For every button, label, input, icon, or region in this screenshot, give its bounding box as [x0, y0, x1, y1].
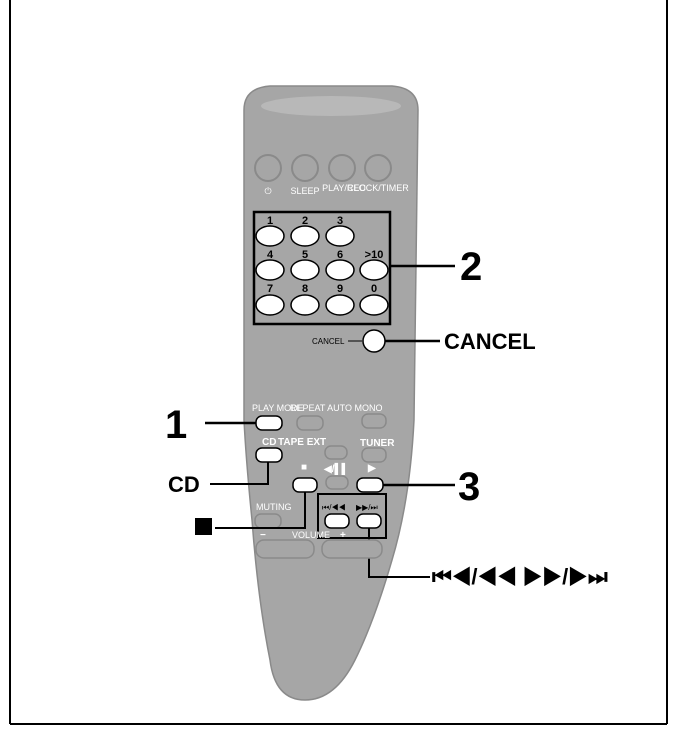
pause-small-icon: ◀/▌▌	[323, 462, 349, 476]
key-3-label: 3	[337, 215, 343, 227]
skip-back-button[interactable]	[324, 513, 350, 529]
play-rec-label: PLAY/REC	[322, 183, 366, 193]
key-8[interactable]	[290, 294, 320, 316]
key-6-label: 6	[337, 249, 343, 261]
callout-cd-line	[210, 462, 269, 485]
play-small-icon: ▶	[367, 463, 377, 474]
play-button[interactable]	[356, 477, 384, 493]
key-8-label: 8	[302, 283, 308, 295]
key-1[interactable]	[255, 225, 285, 247]
key-10plus-label: >10	[365, 249, 384, 261]
key-5[interactable]	[290, 259, 320, 281]
pause-button[interactable]	[325, 475, 349, 490]
key-3[interactable]	[325, 225, 355, 247]
skip-frame	[317, 493, 387, 539]
tape-button[interactable]	[324, 445, 348, 460]
skip-back-small-label: ⏮/◀◀	[322, 503, 346, 512]
callout-skip: ⏮◀/◀◀ ▶▶/▶⏭	[432, 564, 608, 589]
keypad-frame	[252, 210, 392, 326]
key-4[interactable]	[255, 259, 285, 281]
tape-ext-label: TAPE EXT	[278, 437, 326, 448]
stop-small-icon: ■	[301, 462, 307, 473]
key-1-label: 1	[267, 215, 273, 227]
skip-fwd-button[interactable]	[356, 513, 382, 529]
keypad: 1 2 3 4 5 6 >10 7 8 9 0	[255, 215, 389, 316]
callout-3: 3	[458, 465, 480, 509]
play-rec-button[interactable]	[328, 154, 356, 182]
play-mode-label: PLAY MODE	[252, 403, 304, 413]
key-0-label: 0	[371, 283, 377, 295]
power-icon: ⏻	[264, 186, 271, 196]
play-mode-button[interactable]	[255, 415, 283, 431]
clock-timer-button[interactable]	[364, 154, 392, 182]
cancel-small-label: CANCEL	[312, 337, 345, 346]
muting-button[interactable]	[254, 513, 282, 529]
key-9-label: 9	[337, 283, 343, 295]
key-2-label: 2	[302, 215, 308, 227]
callout-cancel: CANCEL	[444, 329, 536, 354]
power-button[interactable]	[254, 154, 282, 182]
remote-top-highlight	[261, 96, 401, 116]
tuner-button[interactable]	[361, 447, 387, 463]
callout-1: 1	[165, 403, 187, 447]
key-9[interactable]	[325, 294, 355, 316]
callout-stop-line	[215, 492, 306, 529]
key-4-label: 4	[267, 249, 274, 261]
key-2[interactable]	[290, 225, 320, 247]
muting-label: MUTING	[256, 502, 292, 512]
key-7[interactable]	[255, 294, 285, 316]
key-0[interactable]	[359, 294, 389, 316]
volume-down-button[interactable]	[255, 539, 315, 559]
stop-button[interactable]	[292, 477, 318, 493]
volume-plus-label: +	[340, 530, 346, 541]
cd-small-label: CD	[262, 437, 276, 448]
repeat-button[interactable]	[296, 415, 324, 431]
top-button-row: ⏻ SLEEP PLAY/REC CLOCK/TIMER	[254, 154, 409, 196]
volume-minus-label: −	[260, 530, 266, 541]
volume-label: VOLUME	[292, 530, 330, 540]
volume-up-button[interactable]	[321, 539, 383, 559]
key-5-label: 5	[302, 249, 308, 261]
sleep-button[interactable]	[291, 154, 319, 182]
cancel-button[interactable]	[362, 329, 386, 353]
key-10plus[interactable]	[359, 259, 389, 281]
key-6[interactable]	[325, 259, 355, 281]
tuner-top-button[interactable]	[361, 413, 387, 429]
key-7-label: 7	[267, 283, 273, 295]
skip-fwd-small-label: ▶▶/⏭	[356, 503, 378, 512]
tuner-label: TUNER	[360, 438, 395, 449]
cd-button[interactable]	[255, 447, 283, 463]
sleep-label: SLEEP	[290, 186, 319, 196]
callout-2: 2	[460, 245, 482, 289]
clock-timer-label: CLOCK/TIMER	[347, 183, 409, 193]
repeat-auto-mono-label: REPEAT AUTO MONO	[290, 403, 383, 413]
callout-cd: CD	[168, 472, 200, 497]
callout-stop-icon	[195, 518, 212, 535]
